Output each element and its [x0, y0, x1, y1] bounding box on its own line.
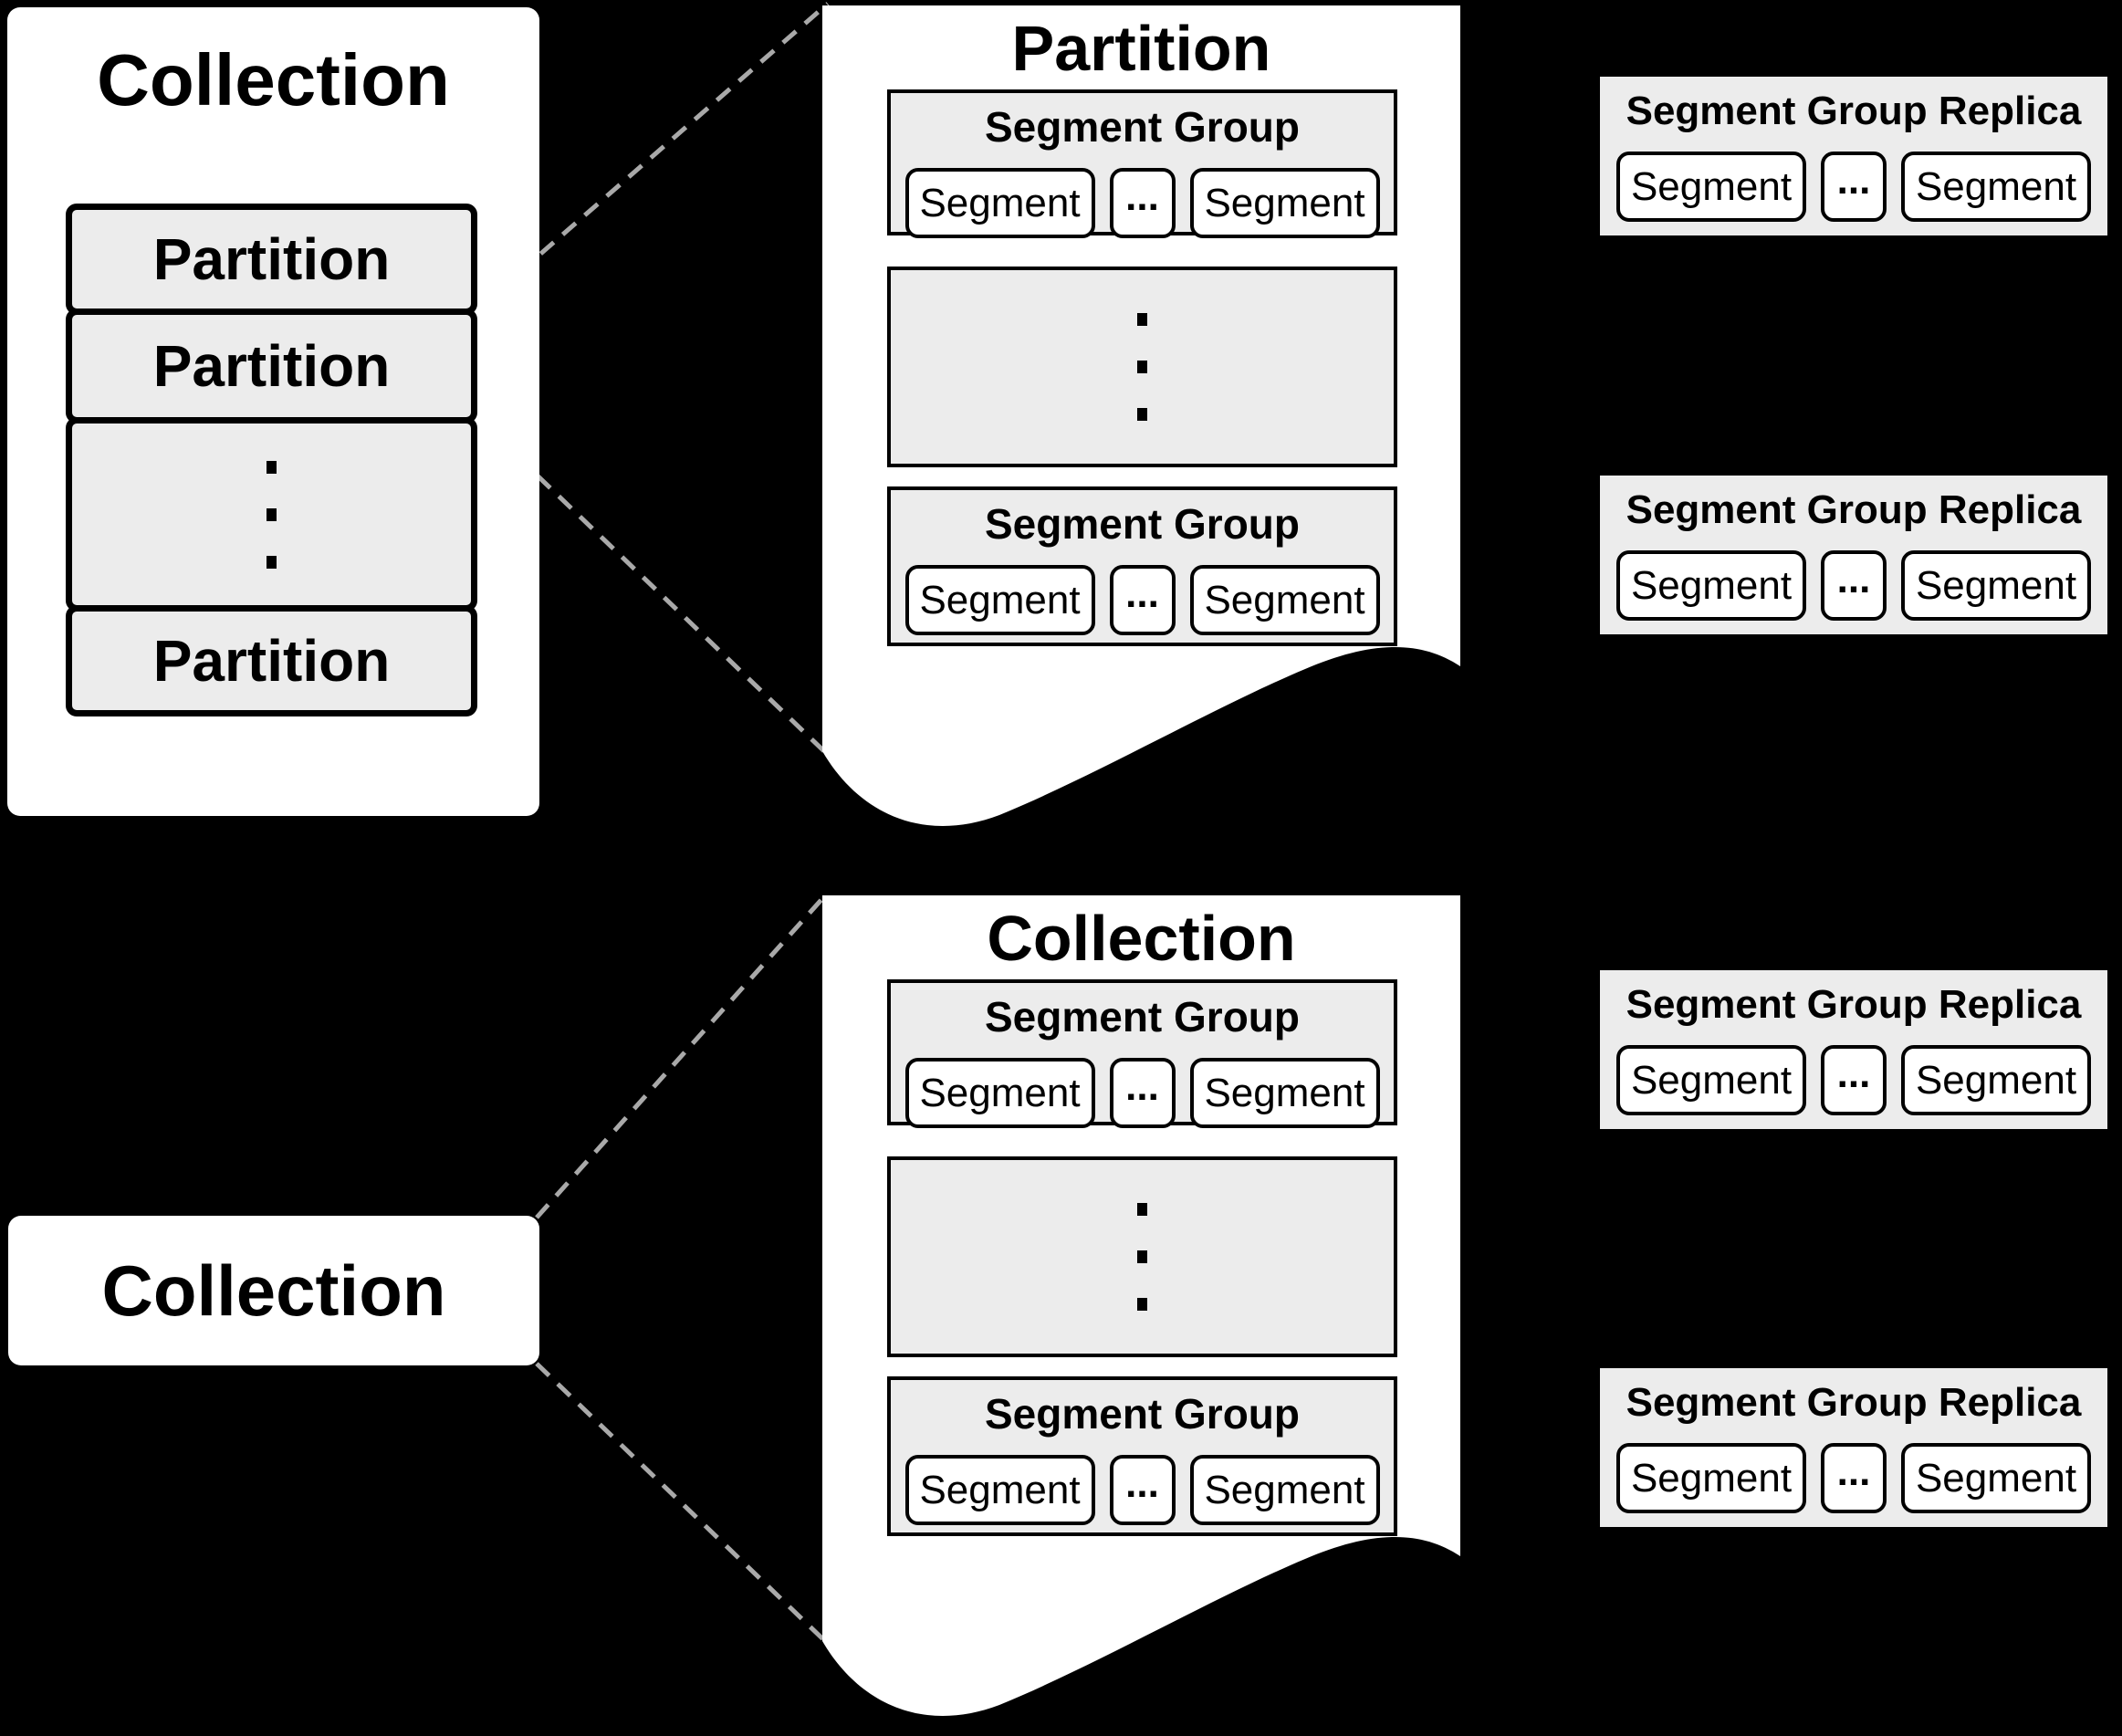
partition-detail-title: Partition — [1011, 13, 1271, 84]
segment-box: Segment — [904, 1058, 1095, 1128]
ellipsis-box: ... — [1109, 565, 1176, 635]
segment-group-title: Segment Group — [984, 1390, 1301, 1438]
segment-group: Segment Group Segment ... Segment — [887, 1376, 1397, 1536]
vertical-ellipsis-icon — [1137, 313, 1147, 421]
segment-row: Segment ... Segment — [904, 1058, 1380, 1128]
collection-box-title: Collection — [101, 1250, 446, 1331]
partition-row-1: Partition — [66, 204, 477, 315]
ellipsis-box: ... — [1821, 550, 1887, 621]
ellipsis-box: ... — [1109, 1455, 1176, 1525]
segment-row: Segment ... Segment — [904, 168, 1380, 238]
collection-detail-title: Collection — [987, 903, 1296, 974]
segment-group: Segment Group Segment ... Segment — [887, 979, 1397, 1128]
segment-group-title: Segment Group — [984, 103, 1301, 151]
collection-panel-title: Collection — [97, 39, 450, 120]
segment-group: Segment Group Segment ... Segment — [887, 89, 1397, 238]
expansion-line-top-upper — [473, 2, 830, 313]
ellipsis-box: ... — [1821, 1443, 1887, 1513]
segment-group-title: Segment Group — [984, 993, 1301, 1041]
segment-group-replica-title: Segment Group Replica — [1625, 89, 2082, 133]
segment-row: Segment ... Segment — [904, 1455, 1380, 1525]
segment-group: Segment Group Segment ... Segment — [887, 486, 1397, 646]
collection-panel: Collection Partition Partition Partition — [7, 7, 539, 816]
vertical-ellipsis-icon — [1137, 1203, 1147, 1311]
segment-group-replica-title: Segment Group Replica — [1625, 487, 2082, 532]
segment-box: Segment — [1189, 1058, 1380, 1128]
segment-box: Segment — [1616, 1443, 1806, 1513]
segment-box: Segment — [1189, 1455, 1380, 1525]
ellipsis-box: ... — [1109, 168, 1176, 238]
segment-row: Segment ... Segment — [1616, 152, 2091, 222]
segment-box: Segment — [1189, 168, 1380, 238]
partition-row-label: Partition — [152, 226, 391, 292]
partition-row-2: Partition — [66, 309, 477, 424]
partition-row-label: Partition — [152, 628, 391, 694]
segment-box: Segment — [904, 565, 1095, 635]
segment-row: Segment ... Segment — [904, 565, 1380, 635]
ellipsis-box: ... — [1821, 1045, 1887, 1115]
expansion-line-top-lower — [473, 413, 829, 756]
vertical-ellipsis-icon — [267, 460, 277, 569]
segment-group-replica-title: Segment Group Replica — [1625, 1380, 2082, 1425]
segment-box: Segment — [1901, 1045, 2091, 1115]
ellipsis-box: ... — [1821, 152, 1887, 222]
expansion-line-bottom-upper — [535, 892, 829, 1219]
segment-group-replica: Segment Group Replica Segment ... Segmen… — [1600, 970, 2107, 1129]
segment-row: Segment ... Segment — [1616, 1443, 2091, 1513]
segment-box: Segment — [1901, 550, 2091, 621]
segment-group-title: Segment Group — [984, 500, 1301, 548]
collection-box: Collection — [8, 1216, 539, 1365]
ellipsis-groups-box — [887, 267, 1397, 467]
segment-box: Segment — [1901, 1443, 2091, 1513]
segment-box: Segment — [1901, 152, 2091, 222]
ellipsis-box: ... — [1109, 1058, 1176, 1128]
partition-row-label: Partition — [152, 333, 391, 399]
segment-box: Segment — [1616, 152, 1806, 222]
segment-group-replica: Segment Group Replica Segment ... Segmen… — [1600, 77, 2107, 235]
segment-group-replica: Segment Group Replica Segment ... Segmen… — [1600, 1368, 2107, 1527]
segment-group-replica-title: Segment Group Replica — [1625, 982, 2082, 1027]
segment-row: Segment ... Segment — [1616, 550, 2091, 621]
segment-group-replica: Segment Group Replica Segment ... Segmen… — [1600, 476, 2107, 634]
segment-box: Segment — [1616, 1045, 1806, 1115]
partition-row-3: Partition — [66, 605, 477, 716]
expansion-line-bottom-lower — [535, 1362, 829, 1645]
segment-row: Segment ... Segment — [1616, 1045, 2091, 1115]
segment-box: Segment — [904, 1455, 1095, 1525]
ellipsis-groups-box — [887, 1156, 1397, 1357]
ellipsis-rows-box — [66, 417, 477, 612]
segment-box: Segment — [904, 168, 1095, 238]
segment-box: Segment — [1189, 565, 1380, 635]
segment-box: Segment — [1616, 550, 1806, 621]
